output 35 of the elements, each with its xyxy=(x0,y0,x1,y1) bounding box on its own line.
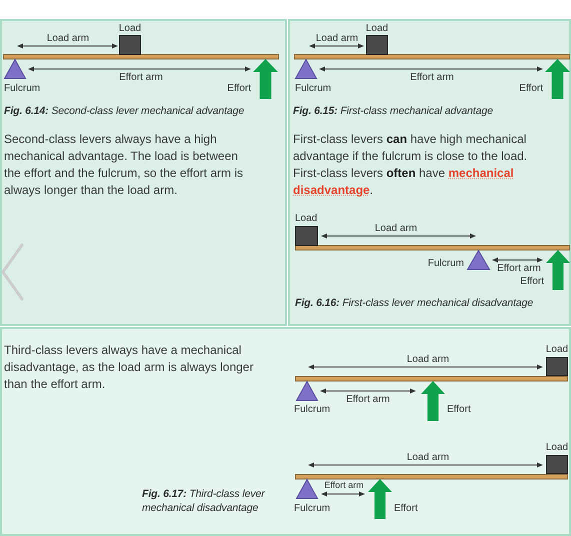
figure-caption: Fig. 6.14: Second-class lever mechanical advantage xyxy=(4,104,244,118)
body-text: First-class levers can have high mechanical advantage if the fulcrum is close to the load. First-class levers often have mechanical disadvantage. xyxy=(293,131,528,199)
load-label: Load xyxy=(546,442,568,454)
body-text: Third-class levers always have a mechanical disadvantage, as the load arm is always longer than the effort arm. xyxy=(4,342,254,393)
content-panel xyxy=(0,327,571,536)
effort-label: Effort xyxy=(520,276,544,288)
dimension-label: Effort arm xyxy=(119,72,163,84)
content-panel xyxy=(288,19,571,326)
dimension-label: Load arm xyxy=(406,452,450,464)
effort-label: Effort xyxy=(447,404,471,416)
effort-label: Effort xyxy=(394,503,418,515)
dimension-label: Load arm xyxy=(406,354,450,366)
fulcrum-label: Fulcrum xyxy=(295,83,332,95)
dimension-label: Load arm xyxy=(374,223,418,235)
dimension-label: Load arm xyxy=(46,33,90,45)
effort-label: Effort xyxy=(227,83,251,95)
dimension-label: Effort arm xyxy=(324,480,364,491)
fulcrum-label: Fulcrum xyxy=(428,258,464,270)
effort-label: Effort xyxy=(519,83,543,95)
dimension-label: Load arm xyxy=(316,33,358,45)
body-text: Second-class levers always have a high mechanical advantage. The load is between the effort and the fulcrum, so the effort arm is always longer than the load arm. xyxy=(4,131,244,199)
dimension-label: Effort arm xyxy=(410,72,454,84)
dimension-label: Effort arm xyxy=(346,394,390,406)
fulcrum-label: Fulcrum xyxy=(294,503,330,515)
load-label: Load xyxy=(366,23,388,35)
dimension-label: Effort arm xyxy=(497,263,541,275)
fulcrum-label: Fulcrum xyxy=(294,404,330,416)
load-label: Load xyxy=(118,23,142,35)
fulcrum-label: Fulcrum xyxy=(4,83,40,95)
figure-caption: Fig. 6.17: Third-class lever mechanical disadvantage xyxy=(142,487,266,515)
figure-caption: Fig. 6.15: First-class mechanical advantage xyxy=(293,104,493,118)
figure-caption: Fig. 6.16: First-class lever mechanical disadvantage xyxy=(295,296,534,310)
load-label: Load xyxy=(295,213,318,225)
load-label: Load xyxy=(546,344,568,356)
content-panel xyxy=(0,19,287,326)
